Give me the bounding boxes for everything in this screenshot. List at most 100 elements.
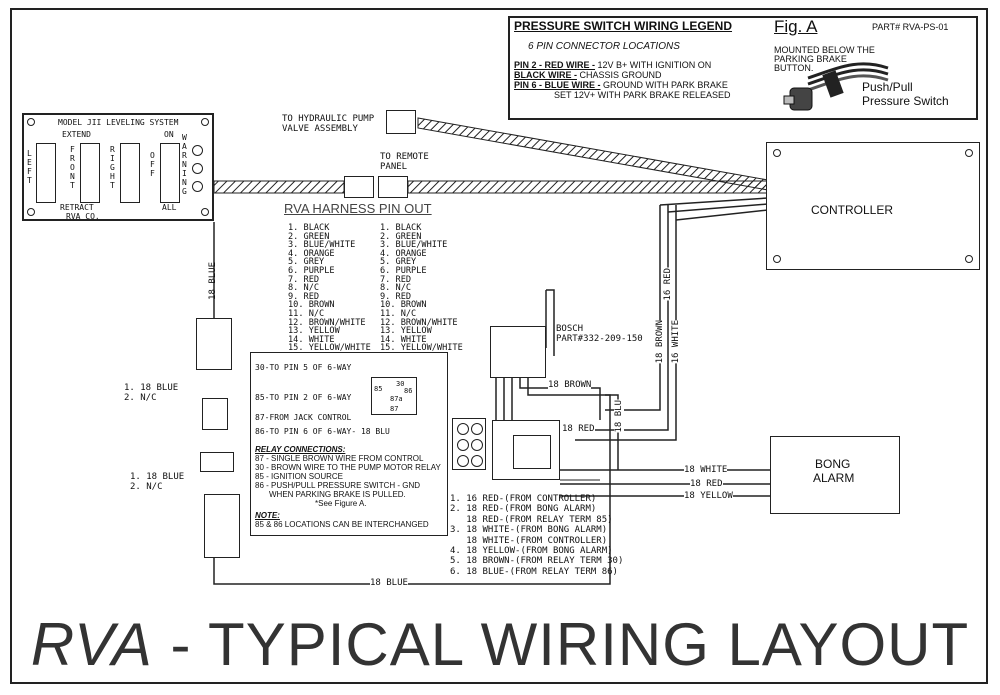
pinout-item: 9. RED [288, 291, 320, 302]
pin6-text: GROUND WITH PARK BRAKE [600, 80, 728, 90]
pinout-item: 5. GREY [380, 257, 417, 268]
on-label: ON [164, 130, 174, 139]
mounted-text-3: BUTTON. [774, 63, 814, 73]
connector-pin-item: 6. 18 BLUE-(FROM RELAY TERM 86) [450, 566, 618, 577]
warning-label: WARNING [182, 133, 187, 196]
connector-pin-item: 4. 18 YELLOW-(FROM BONG ALARM) [450, 545, 613, 556]
pinout-item: 5. GREY [288, 257, 325, 268]
blue-18-bottom-label: 18 BLUE [370, 578, 408, 588]
front-switch[interactable] [80, 143, 100, 203]
relay-conn-6: *See Figure A. [315, 499, 367, 508]
bosch-label: BOSCH [556, 324, 584, 334]
pinout-item: 3. BLUE/WHITE [288, 240, 356, 251]
bong-alarm-box: BONG ALARM [770, 436, 900, 514]
connector-pin-item: 18 RED-(FROM RELAY TERM 85) [450, 514, 613, 525]
mounted-text: MOUNTED BELOW THE [774, 45, 875, 55]
brown-18-vertical-label: 18 BROWN [655, 320, 665, 364]
right-switch[interactable] [120, 143, 140, 203]
remote-label-1: TO REMOTE [380, 152, 429, 162]
left-connector-4 [204, 494, 240, 558]
connector-pin-item: 2. 18 RED-(FROM BONG ALARM) [450, 504, 597, 515]
connector-pin-item: 5. 18 BROWN-(FROM RELAY TERM 30) [450, 556, 624, 567]
title-rest: - TYPICAL WIRING LAYOUT [152, 611, 970, 678]
pinout-item: 7. RED [380, 274, 412, 285]
mounted-text-2: PARKING BRAKE [774, 54, 847, 64]
off-label: OFF [150, 151, 155, 178]
left-connector-2 [202, 398, 228, 430]
pinout-item: 8. N/C [380, 283, 412, 294]
pinout-item: 11. N/C [288, 308, 325, 319]
relay-connections-heading: RELAY CONNECTIONS: [255, 445, 346, 454]
indicator-light-1 [192, 145, 203, 156]
front-label: FRONT [70, 145, 75, 190]
indicator-light-3 [192, 181, 203, 192]
legend-heading: PRESSURE SWITCH WIRING LEGEND [514, 19, 733, 33]
side-label-2b: 2. N/C [130, 482, 163, 492]
left-connector-1 [196, 318, 232, 370]
relay-line-85: 85-TO PIN 2 OF 6-WAY [255, 393, 352, 402]
pinout-item: 1. BLACK [380, 223, 422, 233]
hydraulic-label-2: VALVE ASSEMBLY [282, 124, 358, 134]
brown-18-relay-label: 18 BROWN [548, 380, 592, 390]
panel-title: MODEL JII LEVELING SYSTEM [58, 118, 179, 127]
pin6-text-2: SET 12V+ WITH PARK BRAKE RELEASED [554, 90, 731, 100]
red-16-vertical-label: 16 RED [663, 268, 673, 301]
pinout-item: 7. RED [288, 274, 320, 285]
retract-label: RETRACT [60, 203, 94, 212]
relay-pin-87a: 87a [390, 395, 403, 403]
switch-label-2: Pressure Switch [862, 94, 949, 108]
yellow-18-label: 18 YELLOW [684, 491, 733, 501]
right-label: RIGHT [110, 145, 115, 190]
pin2-text: 12V B+ WITH IGNITION ON [595, 60, 712, 70]
pinout-item: 10. BROWN [288, 300, 335, 311]
extend-label: EXTEND [62, 130, 91, 139]
blue-18-vertical-label: 18 BLUE [208, 262, 218, 300]
indicator-light-2 [192, 163, 203, 174]
pinout-item: 13. YELLOW [380, 326, 432, 337]
switch-label-1: Push/Pull [862, 80, 913, 94]
pinout-item: 15. YELLOW/WHITE [380, 343, 463, 354]
part-number: PART# RVA-PS-01 [872, 22, 949, 32]
pressure-switch-icon [783, 62, 889, 111]
connector-pin-item: 3. 18 WHITE-(FROM BONG ALARM) [450, 525, 608, 536]
red-18-bong-label: 18 RED [690, 479, 723, 489]
note-text: 85 & 86 LOCATIONS CAN BE INTERCHANGED [255, 520, 429, 529]
remote-label-2: PANEL [380, 162, 408, 172]
left-switch[interactable] [36, 143, 56, 203]
page-frame [10, 8, 988, 684]
pinout-item: 10. BROWN [380, 300, 427, 311]
relay-pin-diagram: 85 30 86 87a 87 [371, 377, 417, 415]
connector-pin-list: 1. 16 RED-(FROM CONTROLLER)2. 18 RED-(FR… [450, 494, 623, 577]
pinout-item: 14. WHITE [288, 334, 335, 345]
side-label-1a: 1. 18 BLUE [124, 383, 179, 393]
bosch-part: PART#332-209-150 [556, 334, 643, 344]
pinout-item: 11. N/C [380, 308, 417, 319]
legend-subheading: 6 PIN CONNECTOR LOCATIONS [528, 41, 680, 52]
fig-label: Fig. A [774, 17, 818, 36]
side-label-2a: 1. 18 BLUE [130, 472, 185, 482]
bong-label-2: ALARM [813, 471, 855, 485]
relay-conn-2: 30 - BROWN WIRE TO THE PUMP MOTOR RELAY [255, 463, 441, 472]
pinout-item: 15. YELLOW/WHITE [288, 343, 371, 354]
relay-pin-87: 87 [390, 405, 399, 413]
relay-bracket [545, 289, 555, 356]
all-switch[interactable] [160, 143, 180, 203]
six-way-connector-female [452, 418, 486, 470]
black-wire-text: CHASSIS GROUND [577, 70, 662, 80]
blu-18-vertical-label: 18 BLU [614, 400, 624, 433]
page-title: RVA - TYPICAL WIRING LAYOUT [0, 610, 1000, 679]
harness-cable-1 [213, 180, 345, 194]
pinout-item: 1. BLACK [288, 223, 330, 233]
pressure-switch-legend: PRESSURE SWITCH WIRING LEGEND 6 PIN CONN… [508, 16, 978, 120]
white-18-label: 18 WHITE [684, 465, 728, 475]
pinout-item: 2. GREEN [288, 231, 330, 242]
harness-pinout-heading: RVA HARNESS PIN OUT [284, 201, 432, 216]
pin6-label: PIN 6 - BLUE WIRE - [514, 80, 601, 90]
relay-pin-86: 86 [404, 387, 413, 395]
relay-conn-4: 86 - PUSH/PULL PRESSURE SWITCH - GND [255, 481, 421, 490]
hydraulic-connector [386, 110, 416, 134]
pin2-label: PIN 2 - RED WIRE - [514, 60, 596, 70]
pinout-item: 2. GREEN [380, 231, 422, 242]
